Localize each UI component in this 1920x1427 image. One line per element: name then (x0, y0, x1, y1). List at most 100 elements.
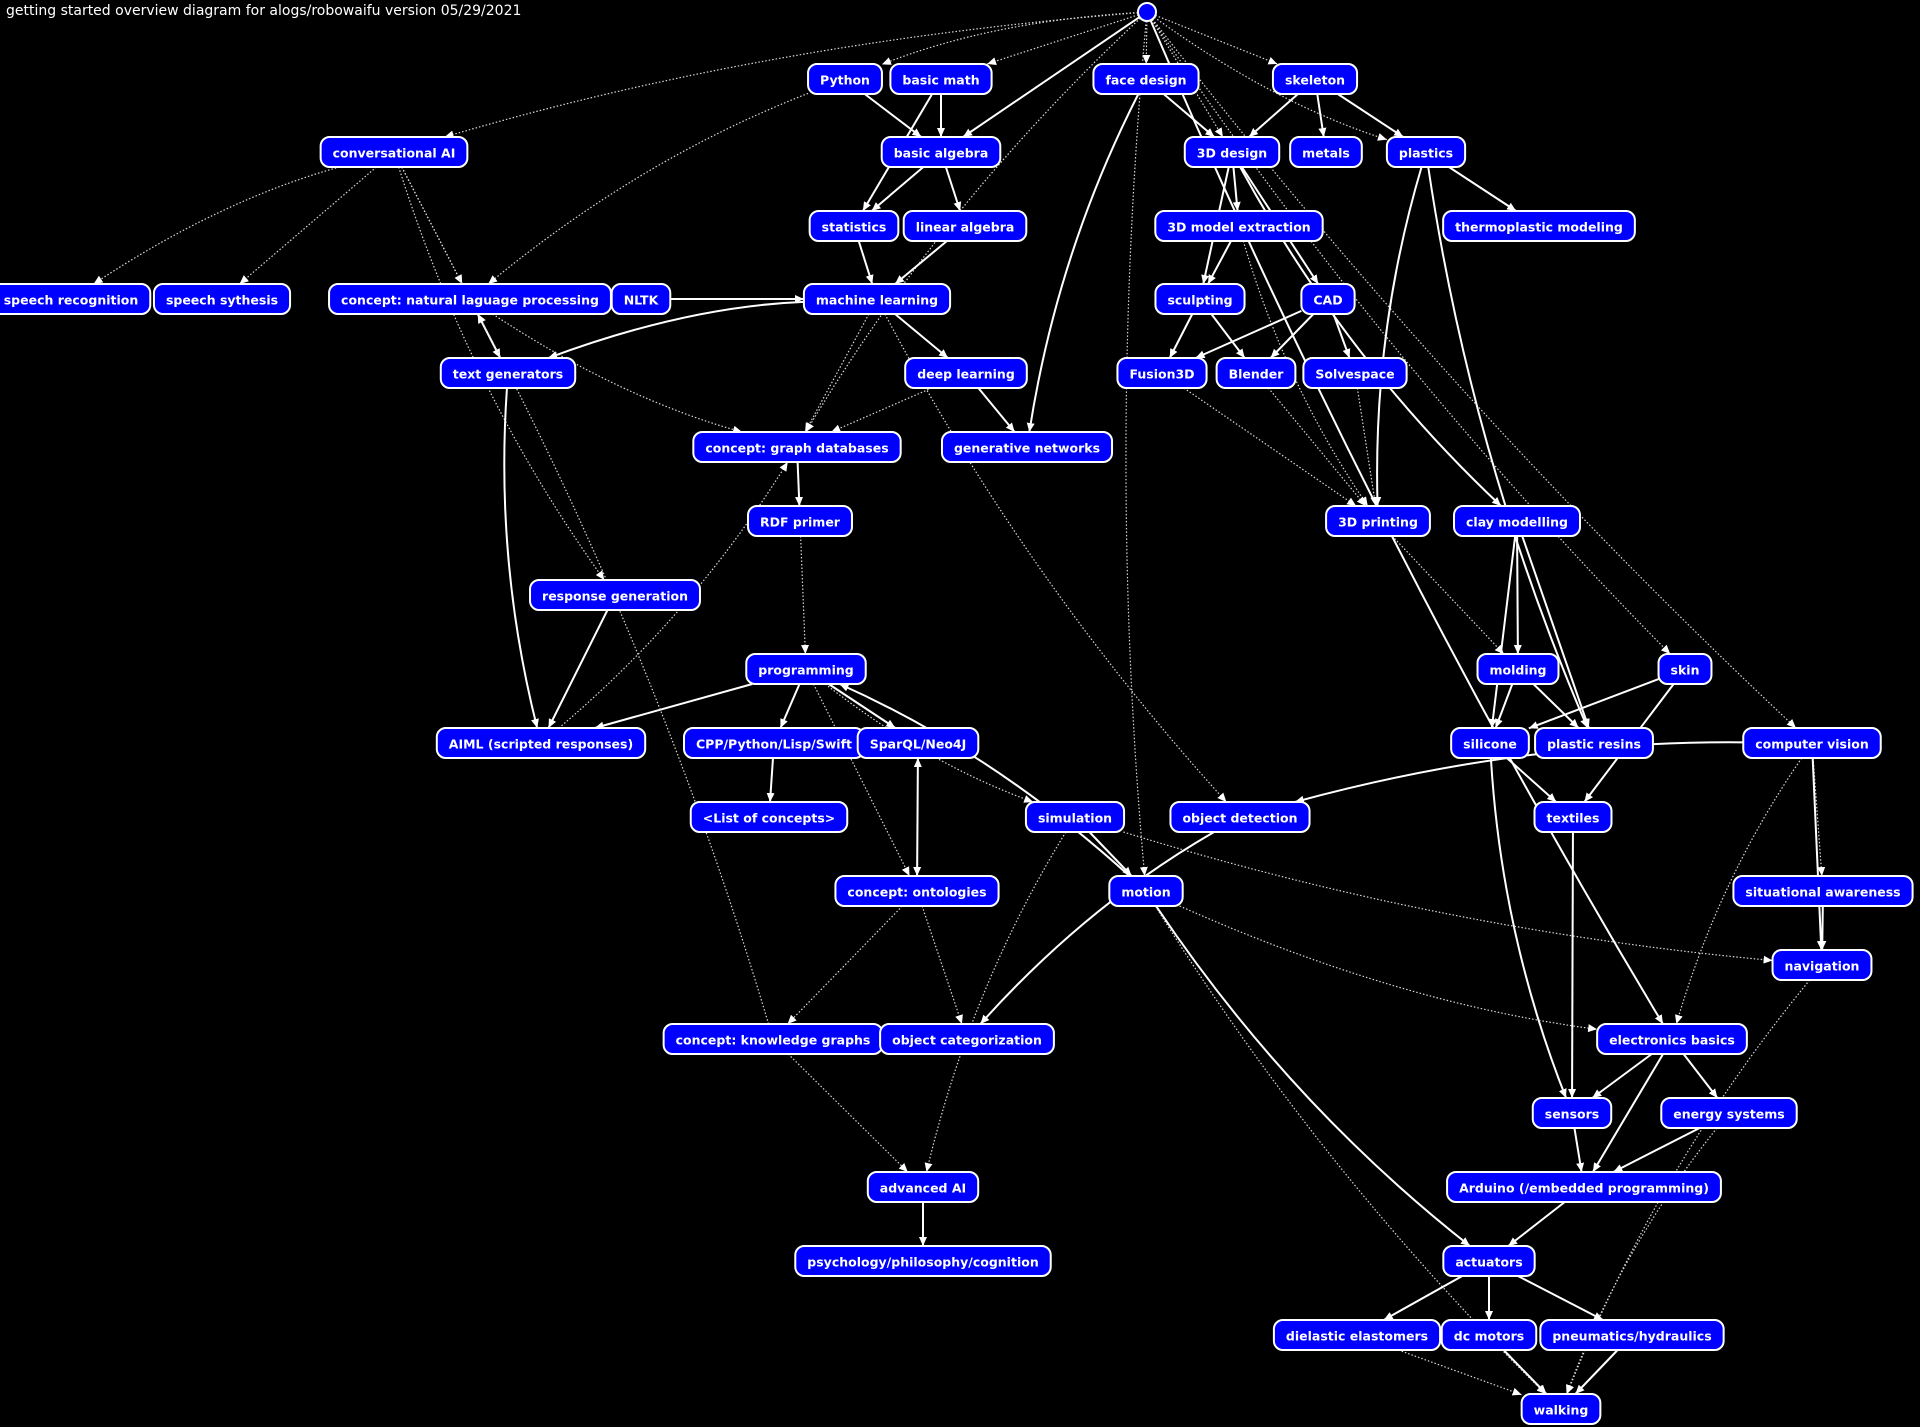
node-label: speech recognition (4, 293, 139, 308)
node-label: face design (1105, 73, 1186, 88)
node-label: CAD (1313, 293, 1342, 308)
node-box (794, 1245, 1052, 1277)
node-box (1440, 1319, 1538, 1351)
node-box (902, 210, 1028, 242)
node-cpp: CPP/Python/Lisp/Swift (683, 727, 865, 759)
node-label: metals (1302, 146, 1350, 161)
edge-silicone-to-textiles (1506, 757, 1557, 803)
edge-ontologies-to-sparql (913, 757, 922, 877)
edge-textgen-to-nlp (476, 313, 502, 359)
edge-response-to-aiml (547, 609, 609, 729)
node-label: generative networks (954, 441, 1100, 456)
node-box (1154, 210, 1324, 242)
node-label: concept: graph databases (705, 441, 888, 456)
node-label: SparQL/Neo4J (870, 737, 967, 752)
node-ontologies: concept: ontologies (834, 875, 1000, 907)
node-label: 3D printing (1338, 515, 1418, 530)
edge-programming-to-ontologies (812, 683, 911, 877)
edge-actuators-to-dielastic (1383, 1275, 1463, 1321)
node-objdet: object detection (1169, 801, 1311, 833)
node-dielastic: dielastic elastomers (1272, 1319, 1442, 1351)
node-situational: situational awareness (1732, 875, 1914, 907)
edge-objdet-to-objcat (979, 831, 1215, 1025)
node-clay: clay modelling (1453, 505, 1581, 537)
node-box (1476, 653, 1560, 685)
node-box (0, 283, 152, 315)
node-objcat: object categorization (879, 1023, 1055, 1055)
node-box (1539, 1319, 1725, 1351)
node-psych: psychology/philosophy/cognition (794, 1245, 1052, 1277)
node-resins: plastic resins (1534, 727, 1654, 759)
node-programming: programming (745, 653, 867, 685)
edge-kg-to-advancedai (787, 1053, 909, 1173)
edge-arduino-to-actuators (1507, 1201, 1566, 1247)
node-actuators: actuators (1442, 1245, 1536, 1277)
node-box (807, 63, 883, 95)
node-advancedai: advanced AI (866, 1171, 980, 1203)
node-energy: energy systems (1660, 1097, 1798, 1129)
edge-energy-to-arduino (1612, 1127, 1701, 1173)
node-box (889, 63, 993, 95)
edge-electronics-to-arduino (1592, 1053, 1664, 1173)
node-label: machine learning (816, 293, 938, 308)
node-gen: generative networks (940, 431, 1114, 463)
node-box (319, 136, 469, 168)
node-concepts: <List of concepts> (689, 801, 849, 833)
edge-convai-to-speechsyn (239, 166, 377, 285)
node-walking: walking (1520, 1393, 1602, 1425)
edge-motion-to-programming (839, 683, 1131, 877)
node-label: advanced AI (880, 1181, 966, 1196)
node-skeleton: skeleton (1271, 63, 1359, 95)
edge-graphdb-to-rdf (795, 461, 804, 507)
node-sparql: SparQL/Neo4J (856, 727, 980, 759)
node-box (1302, 357, 1408, 389)
node-printing: 3D printing (1325, 505, 1431, 537)
node-label: basic math (902, 73, 979, 88)
edge-design3d-to-extraction (1232, 166, 1241, 212)
node-box (1442, 1245, 1536, 1277)
edge-root-to-basicalgebra (962, 16, 1141, 138)
node-label: molding (1490, 663, 1547, 678)
edge-actuators-to-pneumatics (1517, 1275, 1604, 1321)
edge-motion-to-actuators (1155, 905, 1471, 1247)
node-label: statistics (822, 220, 887, 235)
node-label: concept: knowledge graphs (676, 1033, 871, 1048)
edge-cad-to-solvespace (1332, 313, 1351, 359)
edge-plastics-to-thermo (1448, 166, 1517, 212)
node-label: skeleton (1285, 73, 1345, 88)
node-speechsyn: speech sythesis (152, 283, 292, 315)
node-linalg: linear algebra (902, 210, 1028, 242)
node-box (866, 1171, 980, 1203)
node-box (1596, 1023, 1748, 1055)
node-label: sculpting (1167, 293, 1232, 308)
edge-molding-to-silicone (1494, 683, 1514, 729)
node-box (1271, 63, 1359, 95)
edge-dielastic-to-walking (1398, 1349, 1522, 1396)
edge-convai-to-speechrec (93, 166, 340, 285)
edge-clay-to-resins (1521, 535, 1590, 729)
node-box (1300, 283, 1356, 315)
node-textgen: text generators (439, 357, 577, 389)
node-box (1657, 653, 1713, 685)
edge-root-to-basicmath (986, 14, 1139, 66)
node-blender: Blender (1215, 357, 1297, 389)
edge-skin-to-silicone (1528, 678, 1659, 730)
node-deeplearning: deep learning (904, 357, 1028, 389)
edge-textgen-to-aiml (503, 387, 539, 729)
node-label: computer vision (1755, 737, 1868, 752)
node-label: psychology/philosophy/cognition (807, 1255, 1038, 1270)
node-convai: conversational AI (319, 136, 469, 168)
edge-cv-to-navigation (1811, 757, 1825, 951)
node-label: basic algebra (894, 146, 989, 161)
edge-root-to-skin (1151, 19, 1671, 655)
node-sensors: sensors (1531, 1097, 1613, 1129)
node-label: thermoplastic modeling (1455, 220, 1623, 235)
node-box (1742, 727, 1882, 759)
edge-statistics-to-ml (857, 240, 874, 285)
node-box (1289, 136, 1363, 168)
root-node-circle (1137, 2, 1157, 22)
node-box (1092, 63, 1200, 95)
node-graphdb: concept: graph databases (692, 431, 902, 463)
edge-blender-to-printing (1267, 387, 1367, 507)
node-label: situational awareness (1745, 885, 1900, 900)
